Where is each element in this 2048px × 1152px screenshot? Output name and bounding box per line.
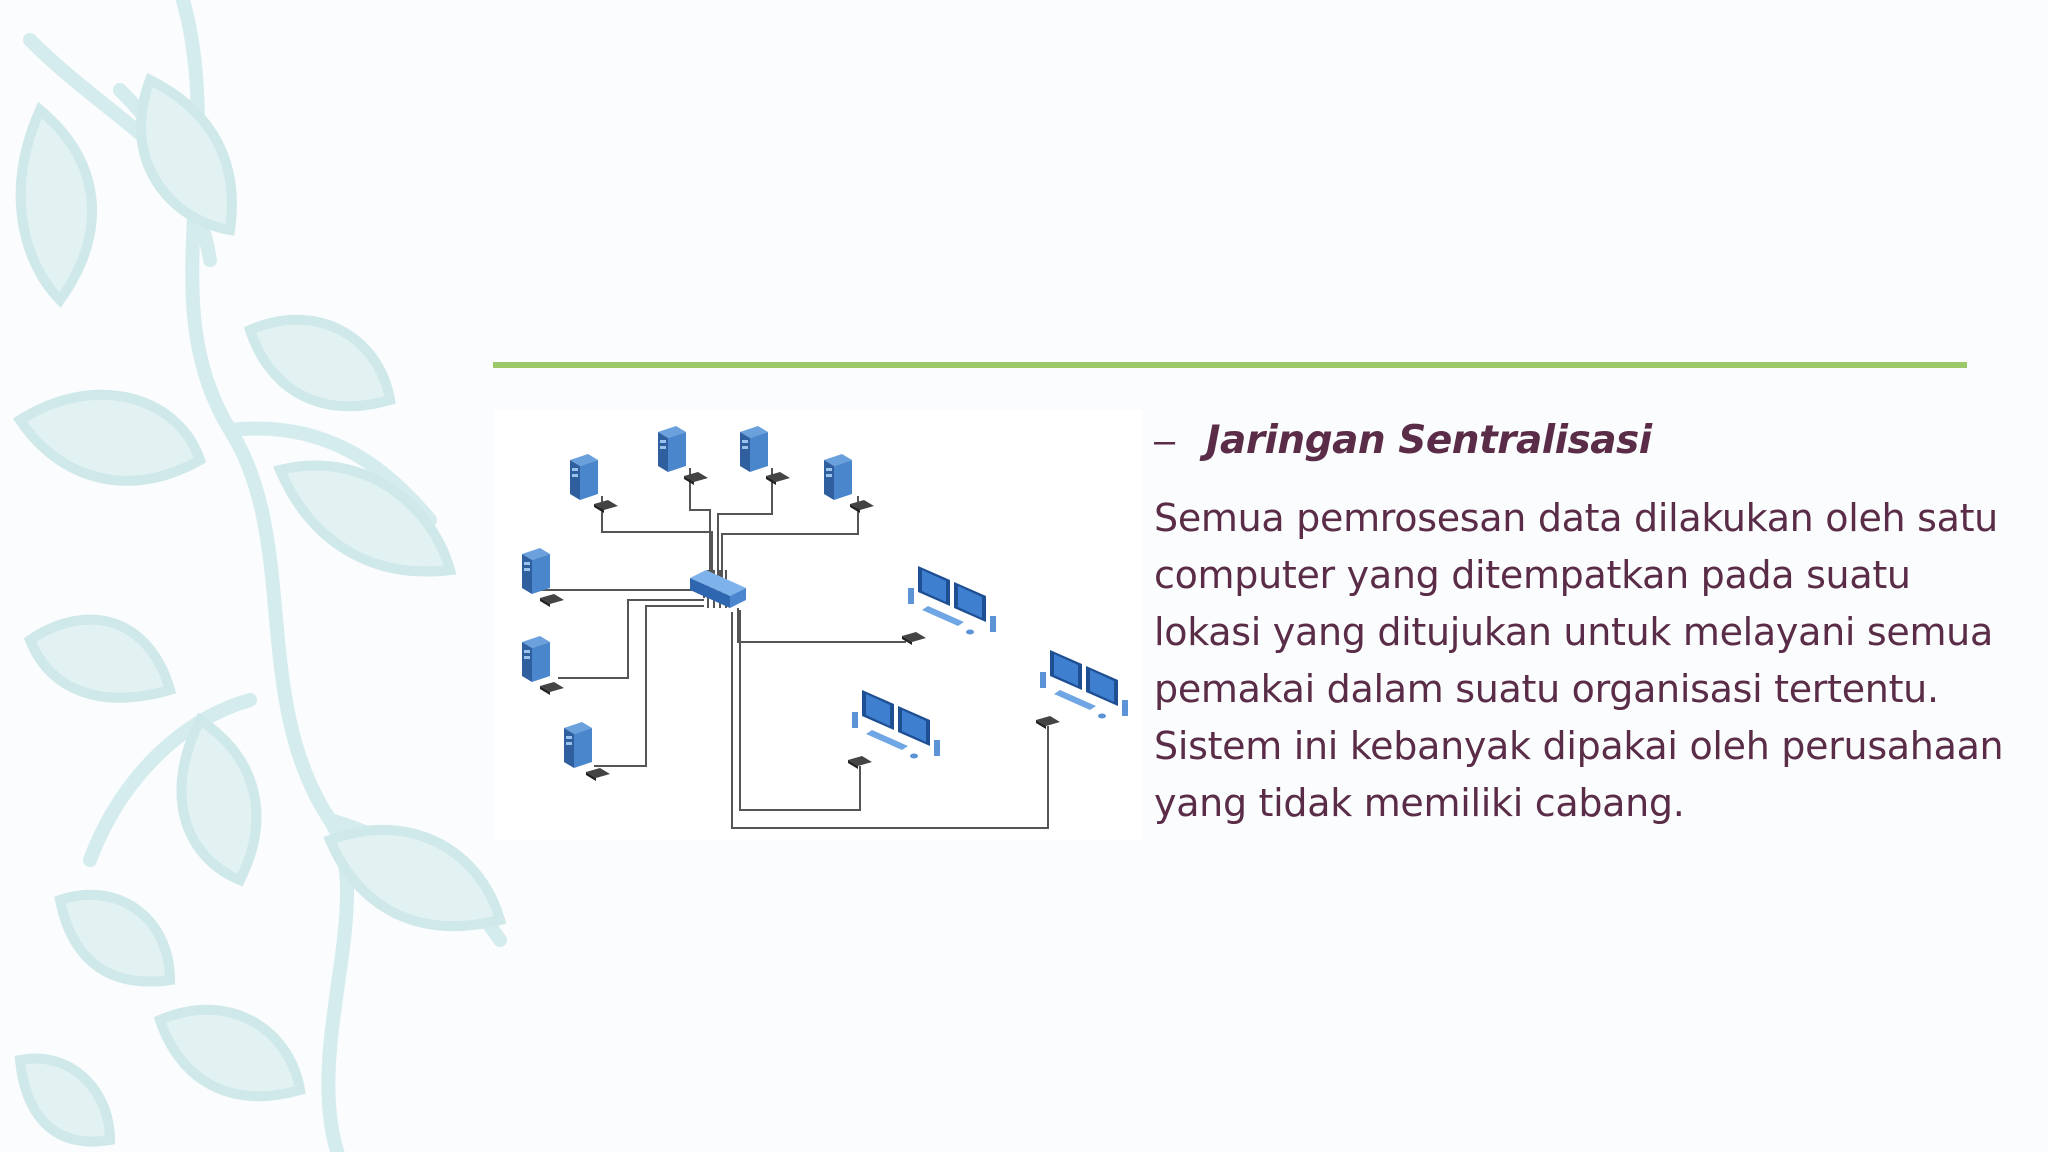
server-tower-icon — [522, 636, 550, 682]
server-tower-icon — [658, 426, 686, 472]
workstation-icon — [908, 566, 996, 635]
body-paragraph: Semua pemrosesan data dilakukan oleh sat… — [1154, 490, 2004, 832]
slide-text: – Jaringan Sentralisasi Semua pemrosesan… — [1154, 418, 2004, 832]
bullet-heading: – Jaringan Sentralisasi — [1154, 418, 1944, 476]
body-line: Semua pemrosesan data dilakukan oleh sat… — [1154, 496, 1998, 540]
body-line: Sistem ini kebanyak dipakai oleh perusah… — [1154, 724, 2004, 768]
network-diagram-svg — [522, 426, 1128, 829]
body-line: computer yang ditempatkan pada suatu — [1154, 553, 1911, 597]
network-switch-icon — [690, 570, 746, 608]
workstation-icon — [852, 690, 940, 759]
leaf-vine-decoration — [12, 0, 507, 1152]
workstation-icon — [1040, 650, 1128, 719]
accent-rule — [493, 362, 1967, 368]
body-line: pemakai dalam suatu organisasi tertentu. — [1154, 667, 1939, 711]
bullet-marker: – — [1154, 420, 1176, 462]
heading-text: Jaringan Sentralisasi — [1206, 418, 1652, 463]
body-line: lokasi yang ditujukan untuk melayani sem… — [1154, 610, 1993, 654]
body-line: yang tidak memiliki cabang. — [1154, 781, 1685, 825]
server-tower-icon — [570, 454, 598, 500]
centralized-network-diagram — [494, 410, 1142, 840]
server-tower-icon — [824, 454, 852, 500]
server-tower-icon — [522, 548, 550, 594]
server-tower-icon — [740, 426, 768, 472]
server-tower-icon — [564, 722, 592, 768]
